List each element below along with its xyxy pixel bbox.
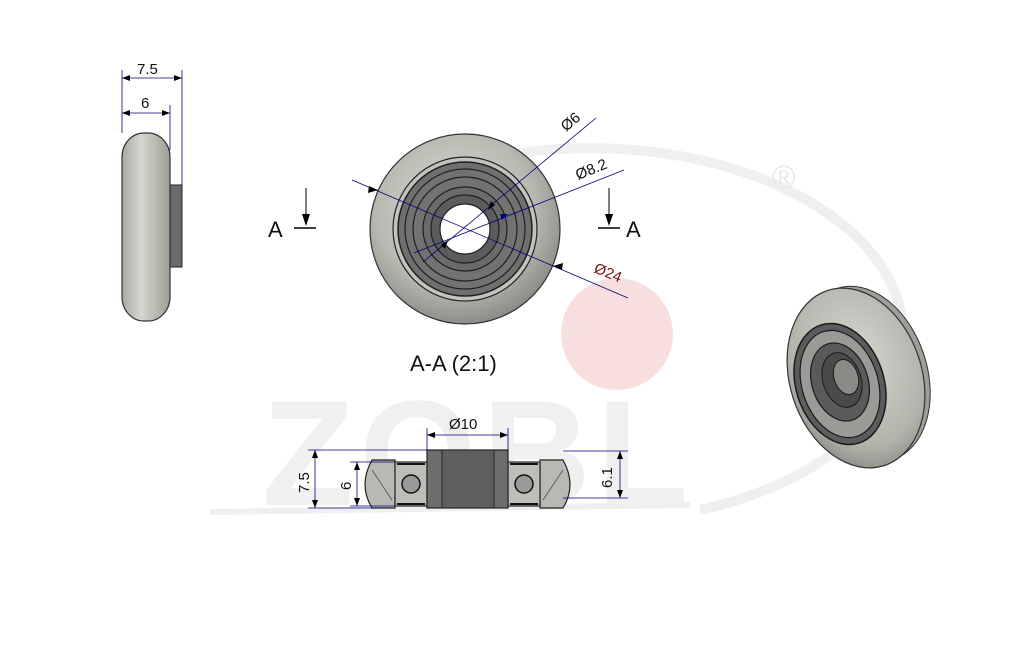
- section-view: Ø10 7.5 6 6.1: [296, 416, 628, 509]
- side-view: 7.5 6: [121, 61, 183, 322]
- dim-bearing-leader: [413, 169, 625, 254]
- section-tire-right: [539, 459, 571, 509]
- isometric-view: [786, 285, 931, 469]
- section-marker-left: A: [268, 188, 316, 242]
- dim-hub-label: Ø10: [449, 416, 477, 433]
- watermark-arc: [478, 143, 909, 515]
- dim-total-width-label: 7.5: [137, 61, 158, 78]
- section-ball-right: [514, 474, 534, 494]
- front-bore: [439, 203, 491, 255]
- dim-height-tire-label: 6: [338, 482, 355, 490]
- iso-bore: [832, 358, 860, 396]
- dim-outer-leader: [351, 179, 629, 299]
- watermark-red-dot: [561, 278, 673, 390]
- section-title: A-A (2:1): [410, 351, 497, 376]
- registered-mark: ®: [772, 159, 796, 195]
- dim-height-total-label: 7.5: [296, 472, 313, 493]
- section-tire-left: [364, 459, 396, 509]
- side-view-tire: [121, 132, 171, 322]
- dim-bearing-label: Ø8.2: [573, 156, 610, 184]
- section-marker-right-label: A: [626, 217, 641, 242]
- dim-height-bearing-label: 6.1: [599, 467, 616, 488]
- section-marker-left-label: A: [268, 217, 283, 242]
- section-ball-left: [401, 474, 421, 494]
- dim-tire-width-label: 6: [141, 95, 149, 112]
- section-marker-right: A: [598, 188, 641, 242]
- front-view: Ø6 Ø8.2 Ø24 A A A-A (2:1): [268, 109, 641, 376]
